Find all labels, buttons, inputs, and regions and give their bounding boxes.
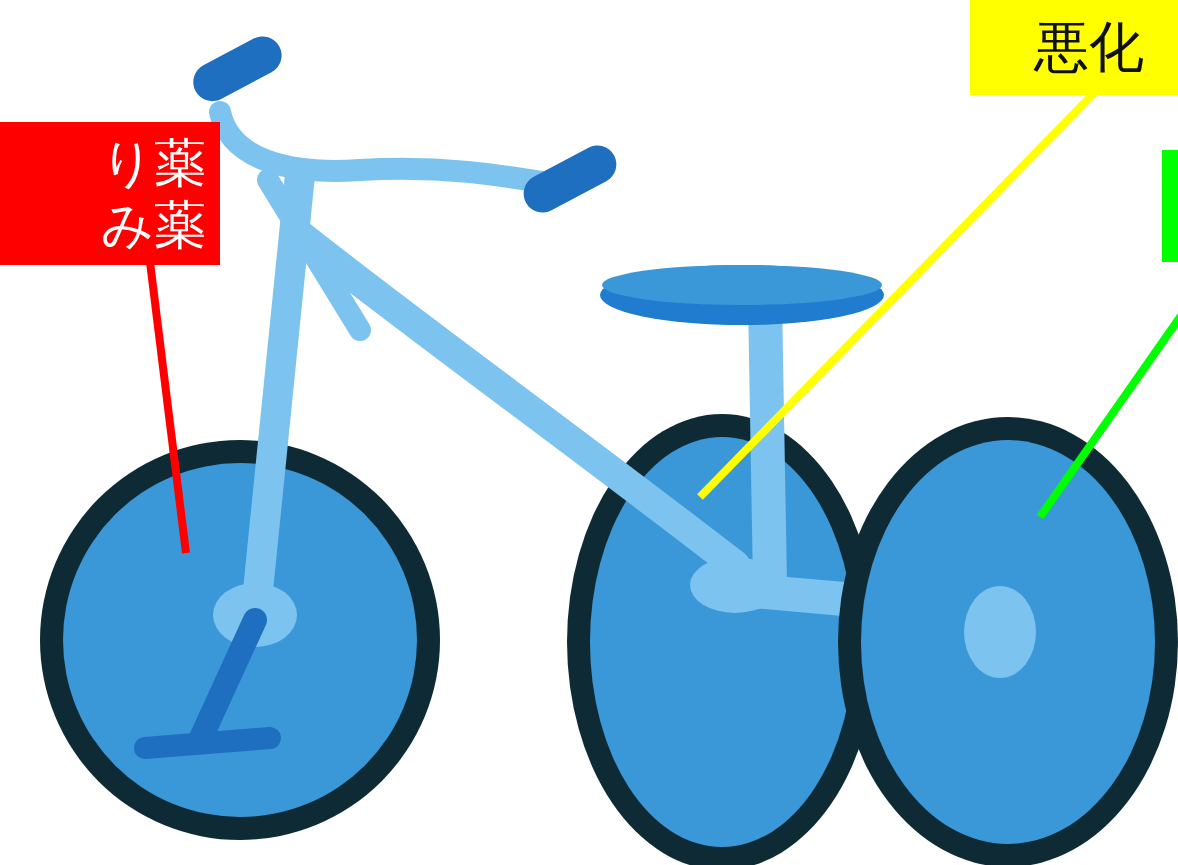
grip xyxy=(517,139,623,219)
handlebar xyxy=(220,112,560,185)
grips xyxy=(187,30,623,220)
leader-line xyxy=(700,92,1095,497)
leader-line xyxy=(1040,310,1178,517)
stem xyxy=(268,180,360,330)
callout-text: 悪化 xyxy=(1034,20,1178,75)
hub xyxy=(690,557,780,613)
grip xyxy=(187,30,289,108)
seat-post xyxy=(765,300,770,585)
pedal xyxy=(145,738,270,748)
rim xyxy=(861,440,1155,844)
front-wheel xyxy=(40,440,440,840)
callout-text: み薬 xyxy=(0,199,206,251)
callout-text: り薬 xyxy=(0,137,206,189)
callout-box: 悪化 xyxy=(970,0,1178,95)
tire xyxy=(838,417,1178,865)
callout-box: り薬み薬 xyxy=(0,122,220,265)
callout-box xyxy=(1162,150,1178,262)
seat xyxy=(600,265,884,325)
tire xyxy=(40,440,440,840)
leader-line xyxy=(150,262,186,553)
hub xyxy=(964,586,1036,678)
training-wheel xyxy=(838,417,1178,865)
crank xyxy=(200,620,255,740)
rim xyxy=(63,463,417,817)
frame xyxy=(220,112,855,620)
seat-top xyxy=(602,265,882,305)
